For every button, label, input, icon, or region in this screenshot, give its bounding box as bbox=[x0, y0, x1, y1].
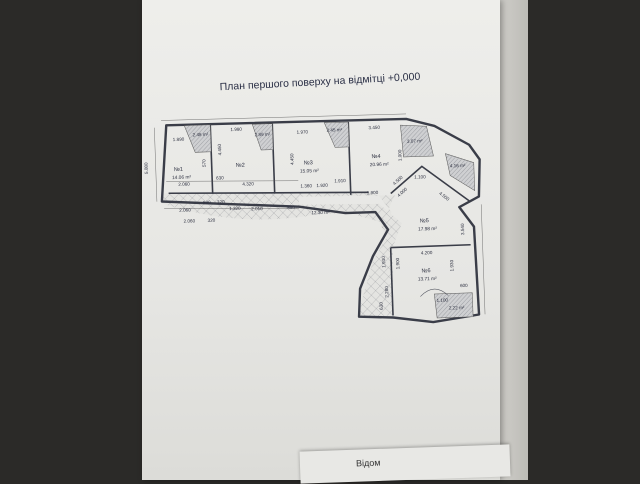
dim-r6-right: 1.930 bbox=[449, 259, 454, 271]
room1-label: №1 bbox=[174, 167, 183, 173]
room3-label: №3 bbox=[304, 160, 313, 166]
dim-line-row2 bbox=[164, 208, 300, 209]
dim-c2: 1.900 bbox=[367, 190, 379, 195]
dim-row2-c: 320 bbox=[217, 199, 225, 204]
outer-wall bbox=[160, 117, 481, 324]
wc3-block bbox=[323, 121, 350, 148]
dim-r5-b: 4.500 bbox=[438, 191, 450, 202]
dim-r6-bot: 630 bbox=[379, 302, 384, 310]
dim-row2-e: 2.010 bbox=[251, 206, 263, 211]
dim-row1-a: 2.060 bbox=[178, 182, 190, 187]
dim-c1: 1.930 bbox=[381, 256, 386, 268]
room2-label: №2 bbox=[236, 163, 245, 169]
dim-line-right bbox=[481, 204, 486, 315]
paper-sheet bbox=[142, 0, 500, 480]
dim-bot-b: 320 bbox=[208, 218, 216, 223]
wall-row-bottom bbox=[168, 191, 369, 195]
dim-ang2: 1.100 bbox=[414, 174, 426, 179]
dim-line-row1 bbox=[166, 180, 299, 182]
room6-area: 13.71 m² bbox=[418, 276, 438, 283]
dim-top3: 1.970 bbox=[296, 129, 308, 134]
wc4-area: 3.07 m² bbox=[407, 138, 423, 144]
dim-row2-f: 980 bbox=[287, 205, 295, 210]
wc1-block bbox=[183, 124, 212, 153]
dim-top1: 1.890 bbox=[173, 137, 185, 142]
wc2-area: 2.89 m² bbox=[255, 132, 271, 138]
wall-room6-left bbox=[389, 247, 394, 316]
room1-area: 14.06 m² bbox=[172, 174, 192, 181]
dim-row2-b: 830 bbox=[203, 200, 211, 205]
room6-door-arc bbox=[420, 288, 449, 297]
dim-line-top bbox=[161, 113, 407, 121]
dim-ang1: 1.000 bbox=[397, 149, 402, 161]
room4-area: 20.96 m² bbox=[370, 162, 390, 169]
dim-r6-left: 1.900 bbox=[395, 257, 400, 269]
room6-label: №6 bbox=[421, 268, 430, 274]
dim-top2: 1.980 bbox=[230, 127, 242, 132]
room4-label: №4 bbox=[371, 154, 380, 160]
wc4-block bbox=[400, 124, 434, 158]
dim-row2-d: 1.320 bbox=[229, 206, 241, 211]
dim-row1-c: 1.920 bbox=[316, 183, 328, 188]
dim-left-v2: 4.450 bbox=[217, 143, 222, 155]
dim-r6-top: 4.200 bbox=[421, 250, 433, 255]
wc3-area: 2.45 m² bbox=[326, 127, 342, 133]
dim-r6-v2: 2.280 bbox=[384, 286, 389, 298]
corridor-floor-lower bbox=[161, 203, 402, 317]
dim-v570: 570 bbox=[201, 159, 206, 167]
dim-top4: 3.450 bbox=[368, 125, 380, 130]
dim-r4-a: 4.500 bbox=[392, 174, 404, 186]
corridor-area: 12.30 m² bbox=[311, 210, 330, 216]
dim-left-v: 5.080 bbox=[144, 162, 149, 174]
dim-r5-c: 3.540 bbox=[460, 223, 465, 235]
wall-room4-5 bbox=[390, 165, 470, 202]
wc5-block bbox=[445, 153, 475, 192]
dim-mid-v: 4.450 bbox=[289, 153, 294, 165]
dim-r6-small: 600 bbox=[460, 283, 468, 288]
dim-r5-a: 4.000 bbox=[396, 186, 408, 198]
room6-wc-area: 2.22 m² bbox=[449, 305, 465, 311]
dim-v630: 630 bbox=[216, 175, 224, 180]
dim-row2-a: 2.060 bbox=[179, 207, 191, 212]
dim-row1-d: 1.910 bbox=[334, 178, 346, 183]
room3-area: 15.05 m² bbox=[300, 168, 320, 175]
dim-line-left bbox=[154, 127, 158, 202]
wall-room5-6 bbox=[390, 243, 471, 249]
room6-wc-block bbox=[434, 292, 474, 319]
wc5-area: 4.16 m² bbox=[450, 163, 466, 169]
room5-area: 17.98 m² bbox=[418, 226, 438, 233]
wc1-area: 2.48 m² bbox=[193, 132, 209, 138]
room5-label: №5 bbox=[420, 218, 429, 224]
wc2-block bbox=[251, 123, 274, 151]
dim-bot-a: 2.060 bbox=[184, 218, 196, 223]
dim-row1-e: 1.360 bbox=[300, 183, 312, 188]
dim-row1-b: 4.320 bbox=[242, 181, 254, 186]
dim-r6-door: 1.100 bbox=[436, 298, 448, 303]
